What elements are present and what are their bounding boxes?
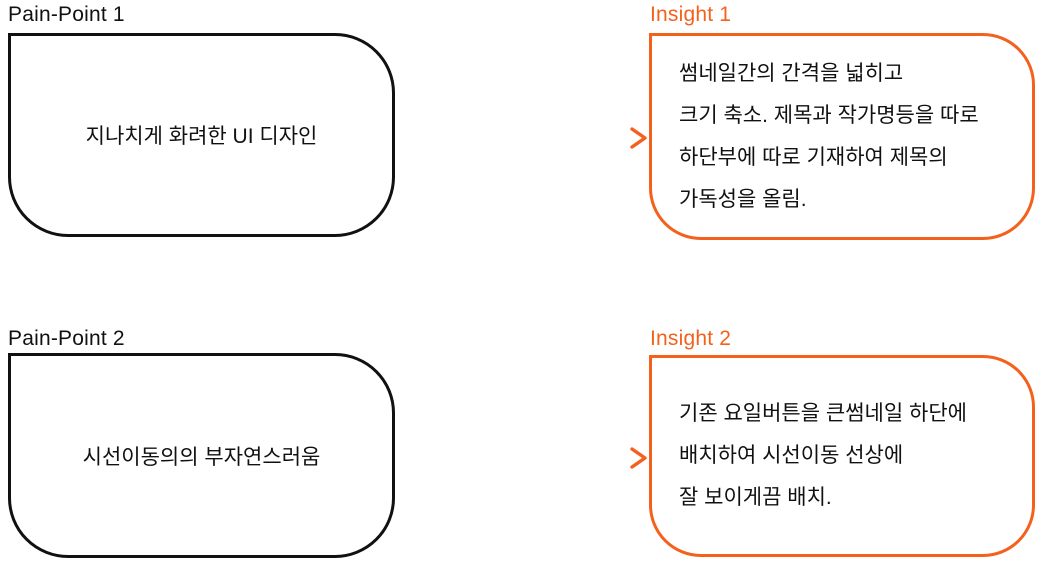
insight-2-label: Insight 2: [650, 327, 732, 350]
pain-point-1-label: Pain-Point 1: [8, 3, 125, 26]
insight-1-label: Insight 1: [650, 3, 732, 26]
pain-point-1-text: 지나치게 화려한 UI 디자인: [85, 125, 318, 148]
insight-1-line: 썸네일간의 간격을 넓히고: [679, 61, 904, 85]
insight-1-line: 가독성을 올림.: [679, 187, 807, 211]
insight-1-line: 하단부에 따로 기재하여 제목의: [679, 145, 948, 169]
insight-1-line: 크기 축소. 제목과 작가명등을 따로: [679, 103, 979, 127]
arrow-pain1-to-insight1: [395, 127, 647, 149]
insight-2-box: 기존 요일버튼을 큰썸네일 하단에 배치하여 시선이동 선상에 잘 보이게끔 배…: [649, 355, 1035, 557]
pain-point-2-text: 시선이동의의 부자연스러움: [82, 445, 321, 469]
pain-point-1-box: 지나치게 화려한 UI 디자인: [8, 33, 395, 237]
insight-2-line: 잘 보이게끔 배치.: [679, 486, 832, 509]
arrowhead-icon: [630, 447, 647, 469]
arrowhead-icon: [630, 127, 647, 149]
arrow-pain2-to-insight2: [395, 447, 647, 469]
insight-2-line: 배치하여 시선이동 선상에: [679, 444, 904, 467]
pain-point-2-box: 시선이동의의 부자연스러움: [8, 353, 395, 558]
insight-2-line: 기존 요일버튼을 큰썸네일 하단에: [679, 402, 967, 425]
pain-point-2-label: Pain-Point 2: [8, 327, 125, 350]
insight-1-box: 썸네일간의 간격을 넓히고 크기 축소. 제목과 작가명등을 따로 하단부에 따…: [649, 33, 1035, 240]
